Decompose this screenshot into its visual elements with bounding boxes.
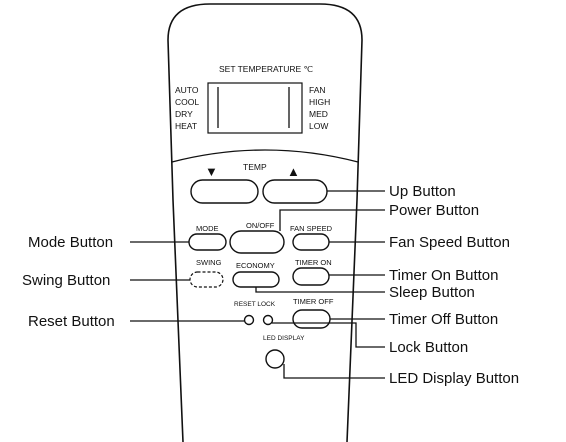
callout-led-display-button: LED Display Button: [389, 370, 519, 387]
timer-off-button-label: TIMER OFF: [293, 297, 334, 306]
callout-up-button: Up Button: [389, 183, 456, 200]
fan-high: HIGH: [309, 97, 330, 107]
callout-sleep-button: Sleep Button: [389, 284, 475, 301]
reset-button[interactable]: [243, 314, 255, 326]
swing-button[interactable]: [189, 271, 224, 288]
fan-speed-button[interactable]: [292, 233, 330, 251]
temp-label: TEMP: [243, 162, 267, 172]
callout-mode-button: Mode Button: [28, 234, 113, 251]
callout-swing-button: Swing Button: [22, 272, 110, 289]
timer-off-button[interactable]: [292, 309, 331, 329]
callout-line-power: [279, 209, 385, 231]
mode-button-label: MODE: [196, 224, 219, 233]
fan-med: MED: [309, 109, 328, 119]
temp-up-button[interactable]: [262, 179, 328, 204]
economy-button[interactable]: [232, 271, 280, 288]
panel-divider: [171, 149, 359, 163]
lock-button[interactable]: [262, 314, 274, 326]
reset-lock-label: RESET LOCK: [234, 301, 276, 308]
temp-up-arrow-icon: ▲: [287, 164, 300, 179]
lcd-display: [207, 82, 303, 134]
mode-auto: AUTO: [175, 85, 199, 95]
callout-line-sleep: [255, 287, 385, 293]
fan-fan: FAN: [309, 85, 326, 95]
temp-down-arrow-icon: ▼: [205, 164, 218, 179]
fan-low: LOW: [309, 121, 328, 131]
callout-timer-off-button: Timer Off Button: [389, 311, 498, 328]
callout-reset-button: Reset Button: [28, 313, 115, 330]
callout-fan-speed-button: Fan Speed Button: [389, 234, 510, 251]
swing-button-label: SWING: [196, 258, 222, 267]
onoff-button[interactable]: [229, 230, 285, 254]
callout-power-button: Power Button: [389, 202, 479, 219]
fan-speed-button-label: FAN SPEED: [290, 224, 333, 233]
led-display-label: LED DISPLAY: [263, 335, 305, 342]
callout-timer-on-button: Timer On Button: [389, 267, 498, 284]
set-temperature-label: SET TEMPERATURE ℃: [219, 64, 314, 74]
onoff-button-label: ON/OFF: [246, 221, 275, 230]
callout-line-led: [283, 364, 385, 379]
callout-lock-button: Lock Button: [389, 339, 468, 356]
economy-button-label: ECONOMY: [236, 261, 275, 270]
timer-on-button-label: TIMER ON: [295, 258, 332, 267]
mode-button[interactable]: [188, 233, 227, 251]
temp-down-button[interactable]: [190, 179, 259, 204]
callout-line-lock: [272, 322, 385, 348]
led-display-button[interactable]: [265, 349, 285, 369]
mode-heat: HEAT: [175, 121, 197, 131]
mode-dry: DRY: [175, 109, 193, 119]
mode-cool: COOL: [175, 97, 199, 107]
timer-on-button[interactable]: [292, 267, 330, 286]
